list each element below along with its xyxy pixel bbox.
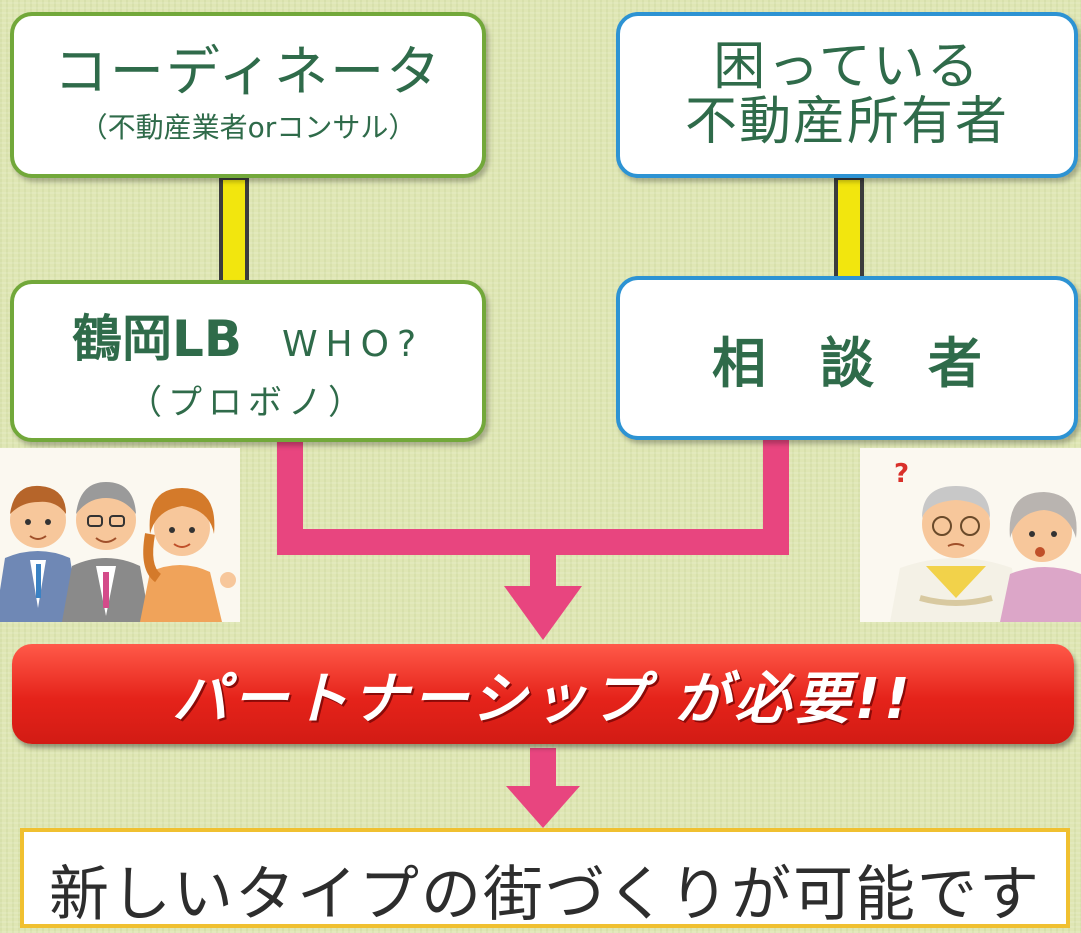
result-box: 新しいタイプの街づくりが可能です — [20, 828, 1070, 930]
coordinator-title: コーディネータ — [53, 39, 443, 103]
tsuruoka-box: 鶴岡LB WHO? （プロボノ） — [10, 280, 486, 442]
flow-down-shaft-2 — [530, 748, 556, 788]
partnership-banner-text: パートナーシップ が必要!! — [172, 666, 914, 732]
owner-box: 困っている 不動産所有者 — [616, 12, 1078, 178]
partnership-banner: パートナーシップ が必要!! — [12, 644, 1074, 744]
tsuruoka-subtitle: （プロボノ） — [128, 382, 368, 423]
coordinator-box: コーディネータ （不動産業者orコンサル） — [10, 12, 486, 178]
owner-line1: 困っている — [713, 37, 981, 98]
svg-text:?: ? — [894, 459, 909, 489]
flow-merge-line — [277, 440, 789, 555]
flow-down-shaft — [530, 542, 556, 590]
coordinator-subtitle: （不動産業者orコンサル） — [79, 111, 417, 145]
worried-elderly-couple-illustration: ? — [860, 448, 1081, 622]
flow-arrowhead-2 — [506, 786, 580, 828]
connector-left — [219, 176, 249, 284]
professionals-group-illustration — [0, 448, 240, 622]
flow-arrowhead-1 — [504, 586, 582, 640]
flow-arrows — [277, 440, 789, 828]
result-text: 新しいタイプの街づくりが可能です — [49, 860, 1041, 930]
tsuruoka-title-row: 鶴岡LB WHO? — [72, 299, 424, 371]
consultant-title: 相 談 者 — [712, 331, 982, 395]
consultant-box: 相 談 者 — [616, 276, 1078, 440]
tsuruoka-title: 鶴岡LB — [71, 309, 242, 368]
tsuruoka-who: WHO? — [281, 323, 425, 365]
owner-line2: 不動産所有者 — [684, 92, 1009, 152]
connector-right — [834, 176, 864, 284]
